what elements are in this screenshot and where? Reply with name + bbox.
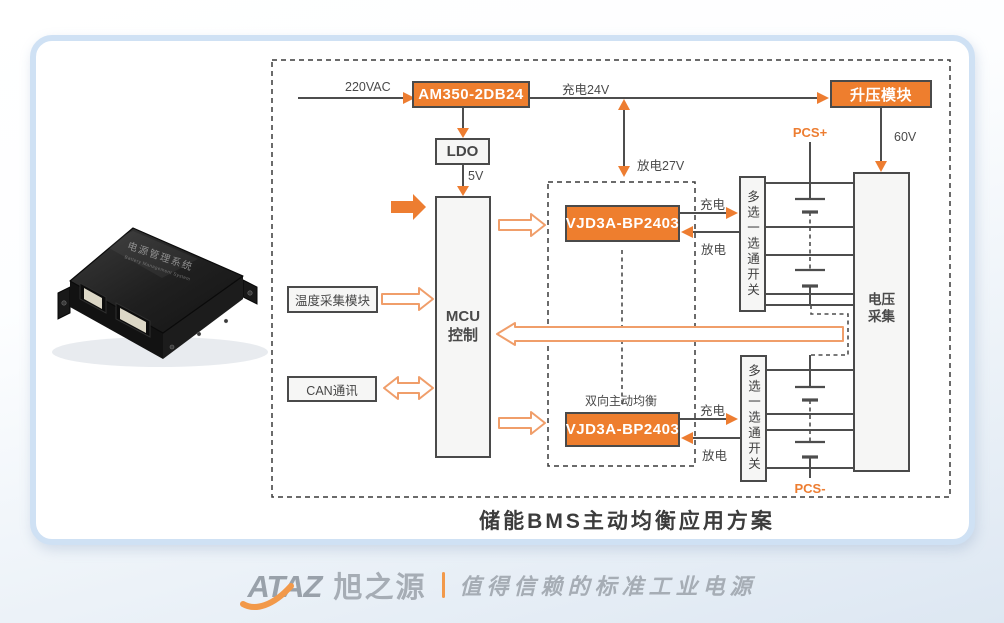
charge-label-lower: 充电 [700, 404, 726, 418]
can-comm-box: CAN通讯 [287, 376, 377, 402]
selector-switch2-box: 多选一选通开关 [740, 355, 767, 482]
battery-cells [795, 197, 825, 459]
device-photo: 电源管理系统 Battery Management System [52, 227, 268, 367]
brand-name-cn: 旭之源 [333, 572, 427, 604]
balancer2-label: VJD3A-BP2403 [565, 421, 680, 438]
ldo-box: LDO [435, 138, 490, 165]
outline-arrows [381, 213, 844, 435]
wires [298, 97, 882, 478]
diagram-outer-border [271, 59, 951, 498]
voltage-collect-box: 电压 采集 [853, 172, 910, 472]
logo-swoosh-icon [240, 583, 295, 610]
boost-module-box: 升压模块 [830, 80, 932, 108]
selector-switch2-label: 多选一选通开关 [746, 364, 760, 473]
discharge-label-upper: 放电 [701, 243, 727, 257]
ldo-label: LDO [446, 143, 479, 160]
temp-module-box: 温度采集模块 [287, 286, 378, 313]
mcu-to-balancer2-arrow [498, 411, 546, 435]
mcu-to-balancer1-arrow [498, 213, 546, 237]
balancer1-box: VJD3A-BP2403 [565, 205, 680, 242]
temp-to-mcu-arrow [381, 287, 434, 311]
mcu-box: MCU 控制 [435, 196, 491, 458]
v60-label: 60V [894, 130, 917, 144]
pcs-minus-label: PCS- [794, 481, 826, 496]
logo-text: ATAZ [247, 569, 322, 604]
charge-24v-label: 充电24V [562, 83, 610, 97]
dashed-frames [271, 59, 951, 498]
voltage-collect-line1: 电压 [868, 292, 895, 308]
voltage-collect-line2: 采集 [868, 309, 895, 324]
balancer2-box: VJD3A-BP2403 [565, 412, 680, 447]
mcu-input-solid-arrow [391, 194, 426, 220]
brand-divider [441, 572, 445, 598]
mcu-label-line2: 控制 [447, 327, 478, 344]
pcs-plus-label: PCS+ [792, 125, 828, 140]
footer-brand: ATAZ 旭之源 值得信赖的标准工业电源 [0, 560, 1004, 610]
psu-box: AM350-2DB24 [412, 81, 530, 108]
mcu-label-line1: MCU [445, 308, 481, 326]
discharge-27v-label: 放电27V [637, 159, 685, 173]
can-comm-label: CAN通讯 [306, 383, 358, 398]
device-right-face [163, 276, 243, 359]
boost-label: 升压模块 [849, 86, 912, 104]
diagram-caption: 储能BMS主动均衡应用方案 [479, 510, 775, 533]
arrowheads [403, 92, 887, 444]
temp-module-label: 温度采集模块 [294, 294, 370, 308]
voltage-feedback-arrow [496, 322, 844, 346]
discharge-label-lower: 放电 [702, 449, 728, 463]
can-bidirectional-arrow [383, 376, 434, 400]
brand-logo: ATAZ 旭之源 [240, 564, 427, 610]
ac-input-label: 220VAC [345, 80, 391, 94]
selector-switch1-label: 多选一选通开关 [745, 189, 759, 299]
device-connector-1-inner [84, 288, 102, 309]
balancer1-label: VJD3A-BP2403 [565, 215, 680, 232]
charge-label-upper: 充电 [700, 198, 726, 212]
device-highlight [102, 231, 198, 278]
balancer-group-border [547, 181, 696, 467]
brand-tagline: 值得信赖的标准工业电源 [459, 574, 757, 599]
v5-label: 5V [468, 169, 484, 183]
device-screws [61, 290, 253, 350]
psu-label: AM350-2DB24 [418, 86, 524, 103]
selector-switch1-box: 多选一选通开关 [739, 176, 766, 312]
bidirectional-balance-label: 双向主动均衡 [584, 394, 658, 408]
device-connector-2-inner [120, 308, 146, 333]
